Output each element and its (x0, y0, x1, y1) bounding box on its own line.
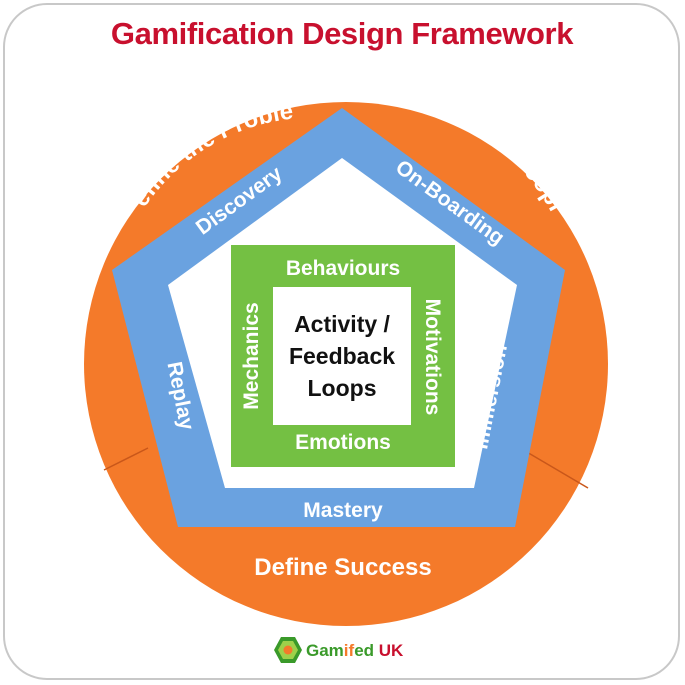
element-label-motivations: Motivations (421, 299, 444, 416)
ring-divider-right (519, 447, 589, 489)
core-label-line2: Feedback (289, 343, 395, 369)
element-label-emotions: Emotions (295, 431, 391, 454)
core-square (273, 287, 411, 425)
ring-divider-left (103, 447, 149, 471)
hexagon-logo-icon (274, 637, 302, 663)
stage-label-mastery: Mastery (303, 499, 383, 522)
page-title: Gamification Design Framework (111, 16, 574, 51)
core-label-line3: Loops (308, 375, 377, 401)
element-label-behaviours: Behaviours (286, 257, 400, 280)
logo-text: Gamifed UK (306, 641, 404, 660)
core-label-line1: Activity / (294, 311, 390, 337)
element-label-mechanics: Mechanics (240, 302, 263, 409)
ring-label-define-success: Define Success (254, 554, 431, 581)
